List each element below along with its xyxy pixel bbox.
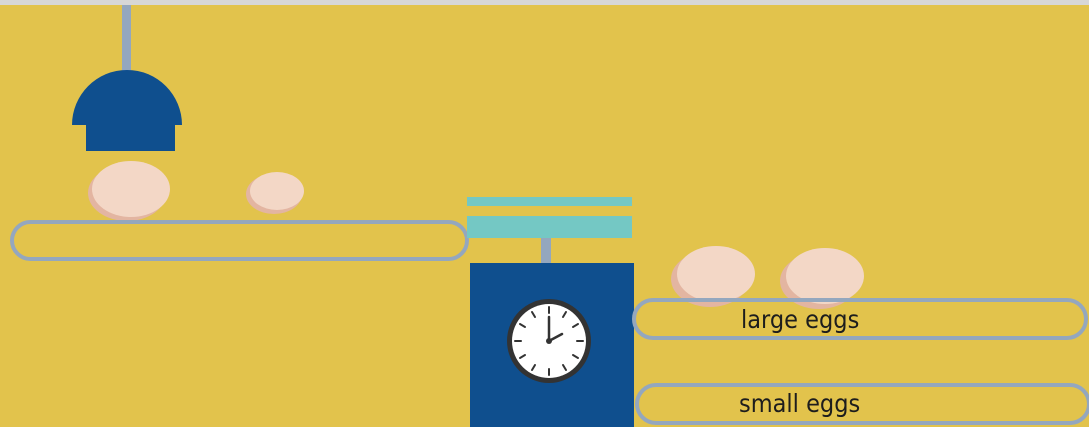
top-border xyxy=(0,0,1089,5)
scale-plate xyxy=(467,216,632,238)
dispenser-pole xyxy=(122,5,131,73)
scale-stem xyxy=(541,238,551,264)
large-eggs-label: large eggs xyxy=(741,305,859,335)
dispenser-nozzle xyxy=(86,122,175,151)
clock-icon xyxy=(507,299,591,383)
scale-plate-top xyxy=(467,197,632,206)
small-eggs-label: small eggs xyxy=(739,389,860,419)
